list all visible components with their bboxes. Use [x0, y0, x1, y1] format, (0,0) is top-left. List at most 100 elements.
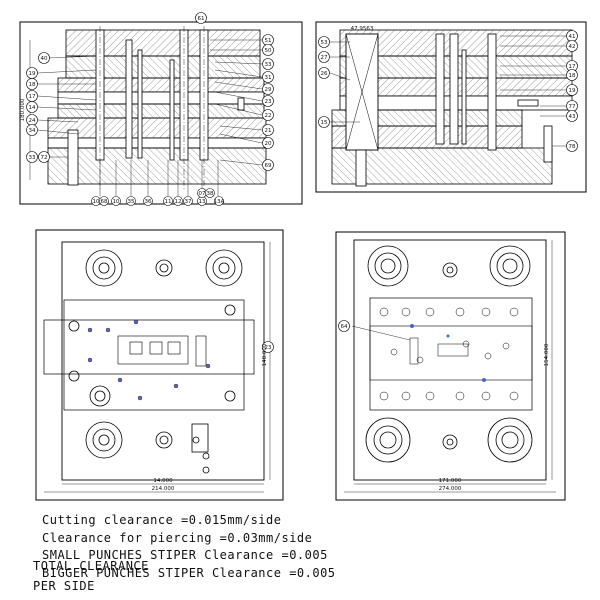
tr-callout-left-1-bubble	[318, 51, 330, 63]
br-callout: 64	[341, 324, 348, 330]
tl-callout-bottom-1: 68	[101, 199, 108, 205]
tl-callout-bottom-3: 35	[128, 199, 135, 205]
tr-callout-right-4: 19	[569, 88, 576, 94]
tr-top-dimension: 47.9563	[351, 26, 374, 32]
tr-callout-right-6-bubble	[566, 110, 578, 122]
br-right-dimension: 154.000	[544, 343, 550, 366]
tr-callout-right-3-bubble	[566, 69, 578, 81]
tr-callout-right-5: 77	[569, 104, 576, 110]
tr-callout-left-3: 15	[321, 120, 328, 126]
tl-callout-right-2-bubble	[262, 58, 274, 70]
note-total-clearance: TOTAL CLEARANCE	[33, 559, 149, 573]
bl-bottom-dimension-0: 14.000	[153, 478, 173, 484]
tr-callout-left-2: 26	[321, 71, 328, 77]
note-bigger-punches: BIGGER PUNCHES STIPER Clearance =0.005	[42, 566, 336, 580]
tr-callout-right-2: 17	[569, 64, 576, 70]
tl-callout-right-6-bubble	[262, 109, 274, 121]
bl-bottom-dimension-1: 214.000	[152, 486, 175, 492]
tr-callout-right-0: 41	[569, 34, 576, 40]
top-left-section-view	[19, 21, 303, 205]
tl-callout-right-4: 29	[265, 87, 272, 93]
tl-callout-bottom-7-bubble	[183, 196, 193, 206]
tl-callout-left-0-bubble	[38, 52, 50, 64]
tl-callout-left-4-bubble	[26, 101, 38, 113]
br-bottom-dimension-1: 274.000	[439, 486, 462, 492]
tr-callout-right-1: 42	[569, 44, 576, 50]
tl-callout-bottom-4: 36	[145, 199, 152, 205]
tl-left-dimension: 180.000	[20, 98, 26, 121]
tl-callout-right-8-bubble	[262, 137, 274, 149]
tl-callout-left-6-bubble	[26, 124, 38, 136]
note-piercing-clearance: Clearance for piercing =0.03mm/side	[42, 531, 313, 545]
note-small-punches: SMALL PUNCHES STIPER Clearance =0.005	[42, 548, 328, 562]
tl-callout-left-0: 40	[41, 56, 48, 62]
tr-callout-left-1: 27	[321, 55, 328, 61]
tl-callout-left-3: 17	[29, 94, 36, 100]
tl-callout-bottom-6: 12	[175, 199, 182, 205]
tl-callout-right-9-bubble	[262, 159, 274, 171]
tl-callout-bottom-1-bubble	[99, 196, 109, 206]
tl-callout-left-2: 18	[29, 82, 36, 88]
note-per-side: PER SIDE	[33, 579, 95, 593]
tl-callout-right-0: 51	[265, 38, 272, 44]
tl-callout-bottom-2-bubble	[111, 196, 121, 206]
tl-callout-left-8: 72	[41, 155, 48, 161]
tl-callout-right-8: 20	[265, 141, 272, 147]
tl-callout-right-1: 50	[265, 48, 272, 54]
tr-callout-left-2-bubble	[318, 67, 330, 79]
tl-callout-right-7: 21	[265, 128, 272, 134]
tl-callout-left-5: 24	[29, 118, 36, 124]
tr-callout-right-7-bubble	[566, 140, 578, 152]
tl-callout-bottom-4-bubble	[143, 196, 153, 206]
tl-callout-bottom-5: 11	[165, 199, 172, 205]
tr-callout-right-7: 78	[569, 144, 576, 150]
tr-callout-left-3-bubble	[318, 116, 330, 128]
tl-callout-left-4: 14	[29, 105, 36, 111]
tl-callout-bottom-7: 37	[185, 199, 192, 205]
tl-callout-right-5: 23	[265, 99, 272, 105]
tl-callout-bottom-2: 10	[113, 199, 120, 205]
tl-callout-right-4-bubble	[262, 83, 274, 95]
tl-callout-right-3-bubble	[262, 71, 274, 83]
tr-callout-right-4-bubble	[566, 84, 578, 96]
tl-callout-bottom-11-bubble	[214, 196, 224, 206]
bl-right-dimension: 148.000	[262, 343, 268, 366]
tl-callout-bottom-11: 13A	[214, 199, 225, 205]
br-bottom-dimension-0: 171.000	[439, 478, 462, 484]
tl-callout-bottom-3-bubble	[126, 196, 136, 206]
br-callout-bubble	[338, 320, 350, 332]
tl-callout-bottom-6-bubble	[173, 196, 183, 206]
tl-callout-top: 61	[198, 16, 205, 22]
tl-callout-bottom-8: 13	[199, 199, 206, 205]
tr-callout-left-0: 53	[321, 40, 328, 46]
tr-callout-right-6: 43	[569, 114, 576, 120]
tl-callout-right-2: 33	[265, 62, 272, 68]
tl-callout-left-8-bubble	[38, 151, 50, 163]
tr-callout-right-3: 18	[569, 73, 576, 79]
bl-callout: 23	[265, 345, 272, 351]
tl-callout-bottom-9: 07	[199, 191, 206, 197]
tl-callout-left-7: 33	[29, 155, 36, 161]
tl-callout-right-7-bubble	[262, 124, 274, 136]
tl-callout-bottom-0: 10	[93, 199, 100, 205]
bottom-right-plan-view	[335, 231, 566, 501]
tr-callout-left-0-bubble	[318, 36, 330, 48]
tl-callout-left-1: 19	[29, 71, 36, 77]
tl-callout-top-bubble	[195, 12, 207, 24]
bl-callout-bubble	[262, 341, 274, 353]
tl-callout-left-2-bubble	[26, 78, 38, 90]
tl-callout-right-9: 69	[265, 163, 272, 169]
tl-callout-right-1-bubble	[262, 44, 274, 56]
tr-callout-right-1-bubble	[566, 40, 578, 52]
tl-callout-left-7-bubble	[26, 151, 38, 163]
tl-callout-left-6: 34	[29, 128, 36, 134]
tl-callout-right-3: 31	[265, 75, 272, 81]
tl-callout-right-5-bubble	[262, 95, 274, 107]
top-right-section-view	[315, 21, 587, 193]
tl-callout-right-6: 22	[265, 113, 272, 119]
note-cutting-clearance: Cutting clearance =0.015mm/side	[42, 513, 282, 527]
tl-callout-bottom-10-bubble	[205, 188, 215, 198]
bottom-left-plan-view	[35, 229, 284, 501]
tl-callout-bottom-5-bubble	[163, 196, 173, 206]
